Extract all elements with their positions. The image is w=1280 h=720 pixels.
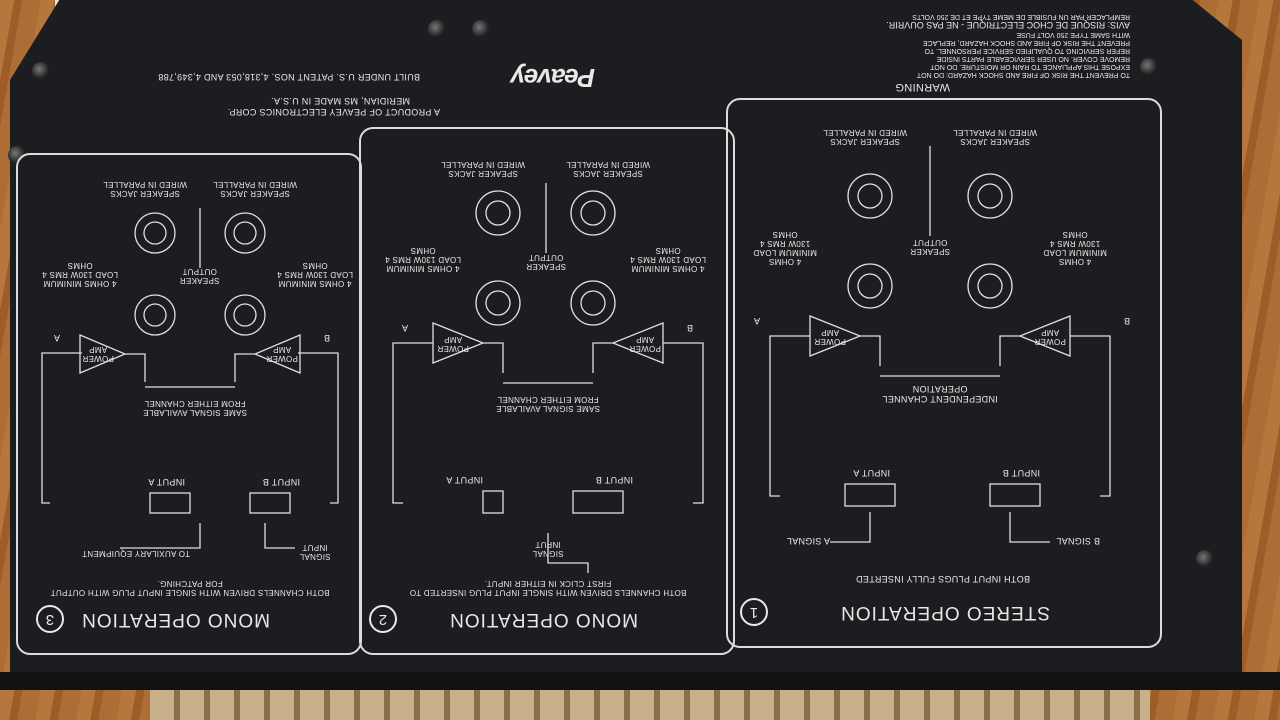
screw-icon — [472, 20, 490, 38]
warning-text: TO PREVENT THE RISK OF FIRE AND SHOCK HA… — [850, 12, 1130, 78]
load-label: 4 OHMS MINIMUM LOAD 130W RMS 4 OHMS — [41, 261, 119, 288]
box-subtitle: BOTH CHANNELS DRIVEN WITH SINGLE INPUT P… — [50, 579, 330, 597]
load-label: 4 OHMS MINIMUM LOAD 130W RMS 4 OHMS — [1043, 230, 1107, 266]
screw-icon — [32, 62, 50, 80]
aux-equipment-label: TO AUXILARY EQUIPMENT — [81, 549, 190, 558]
step-number-badge: 2 — [369, 605, 397, 633]
mode-label: SAME SIGNAL AVAILABLE FROM EITHER CHANNE… — [496, 395, 600, 413]
warning-line: REFER SERVICING TO QUALIFIED SERVICE PER… — [924, 47, 1130, 54]
stereo-wiring-diagram — [769, 146, 1111, 543]
warning-line: PREVENT THE RISK OF FIRE AND SHOCK HAZAR… — [922, 39, 1130, 46]
mono-patch-wiring-diagram — [41, 208, 339, 549]
mode-label: SAME SIGNAL AVAILABLE FROM EITHER CHANNE… — [143, 399, 247, 417]
patent-text: BUILT UNDER U.S. PATENT NOS. 4,318,053 A… — [158, 72, 420, 82]
load-label: 4 OHMS MINIMUM LOAD 130W RMS 4 OHMS — [384, 246, 462, 273]
b-signal-label: B SIGNAL — [1056, 536, 1100, 546]
power-amp-a: POWER AMP — [437, 335, 469, 353]
power-amp-a: POWER AMP — [82, 345, 114, 363]
speaker-output-label: SPEAKER OUTPUT — [179, 267, 220, 285]
speaker-jacks-label: SPEAKER JACKS WIRED IN PARALLEL — [102, 180, 188, 198]
speaker-jacks-label: SPEAKER JACKS WIRED IN PARALLEL — [440, 160, 526, 178]
box-subtitle: BOTH CHANNELS DRIVEN WITH SINGLE INPUT P… — [409, 579, 687, 597]
load-label: 4 OHMS MINIMUM LOAD 130W RMS 4 OHMS — [753, 230, 817, 266]
product-location: MERIDIAN, MS MADE IN U.S.A. — [270, 96, 410, 106]
input-a-label: INPUT A — [446, 475, 483, 485]
product-text: A PRODUCT OF PEAVEY ELECTRONICS CORP. — [227, 107, 440, 117]
box-title: MONO OPERATION — [81, 609, 270, 630]
signal-input-label: SIGNAL INPUT — [299, 543, 331, 561]
mono-wiring-diagram — [392, 183, 704, 573]
screw-icon — [1140, 58, 1158, 76]
input-a-label: INPUT A — [148, 477, 185, 487]
stereo-operation-box: 1 STEREO OPERATION BOTH INPUT PLUGS FULL… — [726, 98, 1162, 648]
channel-a-label: A — [53, 333, 60, 343]
power-amp-b: POWER AMP — [1034, 328, 1066, 346]
input-b-label: INPUT B — [1002, 468, 1040, 478]
screw-icon — [8, 146, 26, 164]
channel-b-label: B — [323, 333, 330, 343]
warning-line: EXPOSE THIS APPLIANCE TO RAIN OR MOISTUR… — [930, 63, 1130, 70]
input-b-label: INPUT B — [595, 475, 633, 485]
load-label: 4 OHMS MINIMUM LOAD 130W RMS 4 OHMS — [629, 246, 707, 273]
avis-line: REMPLACER PAR UN FUSIBLE DE MEME TYPE ET… — [912, 13, 1130, 20]
channel-a-label: A — [401, 323, 408, 333]
power-amp-b: POWER AMP — [266, 345, 298, 363]
box-title: MONO OPERATION — [449, 609, 638, 630]
peavey-logo: Peavey — [511, 63, 595, 93]
avis-line: AVIS: RISQUE DE CHOC ELECTRIQUE - NE PAS… — [886, 20, 1130, 30]
warning-line: REMOVE COVER. NO USER SERVICEABLE PARTS … — [936, 55, 1130, 62]
speaker-output-label: SPEAKER OUTPUT — [910, 238, 950, 256]
warning-line: TO PREVENT THE RISK OF FIRE AND SHOCK HA… — [916, 71, 1130, 78]
channel-a-label: A — [753, 316, 760, 326]
channel-b-label: B — [686, 323, 693, 333]
screw-icon — [428, 20, 446, 38]
power-amp-b: POWER AMP — [629, 335, 661, 353]
mode-label: INDEPENDENT CHANNEL OPERATION — [882, 384, 998, 404]
amplifier-rear-panel — [10, 0, 1242, 690]
screw-icon — [1196, 550, 1214, 568]
box-subtitle: BOTH INPUT PLUGS FULLY INSERTED — [855, 574, 1030, 584]
box-title: STEREO OPERATION — [840, 602, 1050, 623]
input-a-label: INPUT A — [853, 468, 890, 478]
step-number-badge: 3 — [36, 605, 64, 633]
a-signal-label: A SIGNAL — [786, 536, 830, 546]
warning-title: WARNING — [895, 81, 950, 93]
input-b-label: INPUT B — [262, 477, 300, 487]
mono-operation-box-3: 3 MONO OPERATION BOTH CHANNELS DRIVEN WI… — [16, 153, 362, 655]
speaker-output-label: SPEAKER OUTPUT — [526, 253, 566, 271]
signal-input-label: SIGNAL INPUT — [532, 540, 564, 558]
channel-b-label: B — [1123, 316, 1130, 326]
power-amp-a: POWER AMP — [814, 328, 846, 346]
load-label: 4 OHMS MINIMUM LOAD 130W RMS 4 OHMS — [276, 261, 354, 288]
warning-line: WITH SAME TYPE 250 VOLT FUSE — [1016, 31, 1130, 38]
speaker-jacks-label: SPEAKER JACKS WIRED IN PARALLEL — [822, 128, 908, 146]
panel-lip — [0, 672, 1280, 690]
speaker-jacks-label: SPEAKER JACKS WIRED IN PARALLEL — [212, 180, 298, 198]
step-number-badge: 1 — [740, 598, 768, 626]
speaker-jacks-label: SPEAKER JACKS WIRED IN PARALLEL — [565, 160, 651, 178]
mono-operation-box-2: 2 MONO OPERATION BOTH CHANNELS DRIVEN WI… — [359, 127, 735, 655]
speaker-jacks-label: SPEAKER JACKS WIRED IN PARALLEL — [952, 128, 1038, 146]
